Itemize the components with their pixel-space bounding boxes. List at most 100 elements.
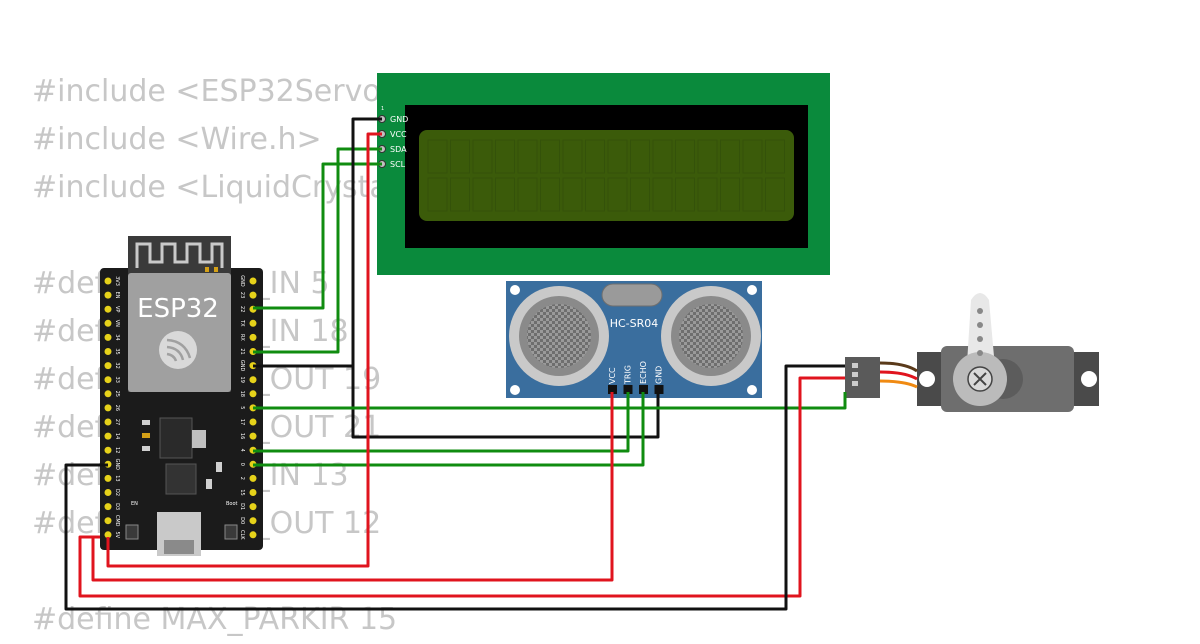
esp32-pin-label: D3 [114,503,120,510]
esp32-pin[interactable] [104,531,112,539]
esp32-pin[interactable] [104,517,112,525]
esp32-pin[interactable] [249,517,257,525]
esp32-pin[interactable] [104,277,112,285]
wire-servo-gnd[interactable] [64,364,845,611]
esp32-pin[interactable] [104,319,112,327]
mount-hole [747,285,757,295]
usb-uart-chip [165,463,197,495]
esp32-pin[interactable] [249,291,257,299]
lcd-char-cell [540,139,560,174]
esp32-pin[interactable] [249,376,257,384]
lcd-char-cell [742,177,763,212]
esp32-pin-label: 4 [239,449,245,452]
esp32-pin-label: 26 [114,405,120,411]
wire-lcd-gnd[interactable] [253,117,382,368]
sensor-pin[interactable] [654,385,664,394]
esp32-pin[interactable] [249,319,257,327]
servo-motor[interactable] [845,293,1099,412]
esp32-pin[interactable] [104,503,112,511]
lcd-char-cell [450,139,470,174]
esp32-pin-label: EN [114,292,120,299]
sensor-pin[interactable] [608,385,617,394]
esp32-pin[interactable] [104,333,112,341]
esp32-pin[interactable] [249,418,257,426]
sensor-pin[interactable] [639,385,648,394]
sensor-pin-label: VCC [608,367,617,384]
esp32-devkit[interactable]: ESP32 EN Boot 3V3ENVPVN34353233252627141… [100,236,263,556]
esp32-pin[interactable] [249,474,257,482]
esp32-pin-label: VN [114,320,120,327]
esp32-pin-label: 5 [239,406,245,409]
lcd-char-cell [675,177,695,212]
lcd-pin-index-label: 1 [381,106,384,112]
lcd-char-cell [607,139,628,174]
esp32-pin-label: GND [239,275,245,287]
boot-label: Boot [226,501,238,507]
lcd-char-cell [697,177,718,212]
sensor-pin-label: ECHO [639,361,648,384]
esp32-pin[interactable] [104,418,112,426]
esp32-pin[interactable] [249,277,257,285]
esp32-pin-label: 34 [114,334,120,340]
lcd-char-cell [585,139,605,174]
lcd-char-cell [765,177,785,212]
esp32-pin[interactable] [104,291,112,299]
esp32-pin[interactable] [249,432,257,440]
wire-sensor-gnd[interactable] [351,366,660,439]
lcd-pin-label: SCL [390,160,406,169]
esp32-pin[interactable] [104,305,112,313]
esp32-pin[interactable] [104,404,112,412]
wire-scl[interactable] [253,162,382,354]
sensor-label: HC-SR04 [610,317,659,330]
servo-horn-icon[interactable] [953,293,1007,406]
esp32-pin[interactable] [104,489,112,496]
esp32-pin-label: D2 [114,489,120,496]
wire-lcd-vcc[interactable] [106,132,382,568]
esp32-pin-label: 23 [239,292,245,298]
wire-servo-vcc[interactable] [78,376,845,598]
esp32-pin-label: GND [239,360,245,372]
sensor-pin-label: TRIG [624,365,633,385]
esp32-pin[interactable] [249,489,257,496]
lcd-char-cell [495,139,515,174]
esp32-pin-label: TX [239,319,245,327]
lcd-char-cell [472,177,493,212]
esp32-pin[interactable] [104,446,112,454]
wire-trig[interactable] [253,392,645,467]
esp32-pin[interactable] [104,362,112,370]
wire-servo-signal[interactable] [253,392,847,410]
lcd-char-cell [607,177,628,212]
servo-cable [879,361,918,389]
esp32-pin-label: 19 [239,377,245,383]
esp32-pin[interactable] [249,390,257,398]
esp32-pin[interactable] [104,390,112,398]
code-line: #include <Wire.h> [32,122,322,157]
esp32-pin[interactable] [104,348,112,355]
lcd-char-cell [450,177,470,212]
lcd-pin-label: SDA [390,145,407,154]
esp32-pin[interactable] [104,474,112,482]
esp32-left-header: 3V3ENVPVN343532332526271412GND13D2D3CMD5… [104,276,120,539]
lcd-char-cell [540,177,560,212]
lcd-char-cell [652,177,673,212]
wire-sda[interactable] [253,147,382,310]
esp32-pin-label: 3V3 [114,276,120,286]
esp32-pin-label: 14 [114,433,120,439]
esp32-pin[interactable] [249,531,257,539]
esp32-pin-label: 33 [114,377,120,383]
wire-echo[interactable] [253,392,630,453]
esp32-pin-label: 13 [114,475,120,481]
transducer-right [661,286,761,386]
esp32-pin-label: 0 [239,463,245,466]
esp32-pin[interactable] [249,333,257,341]
esp32-pin[interactable] [249,503,257,511]
esp32-pin[interactable] [104,376,112,384]
sensor-pin[interactable] [623,385,633,394]
lcd-char-cell [585,177,605,212]
esp32-pin-label: 5V [114,531,120,538]
regulator-tab [192,430,206,448]
esp32-pin[interactable] [104,432,112,440]
